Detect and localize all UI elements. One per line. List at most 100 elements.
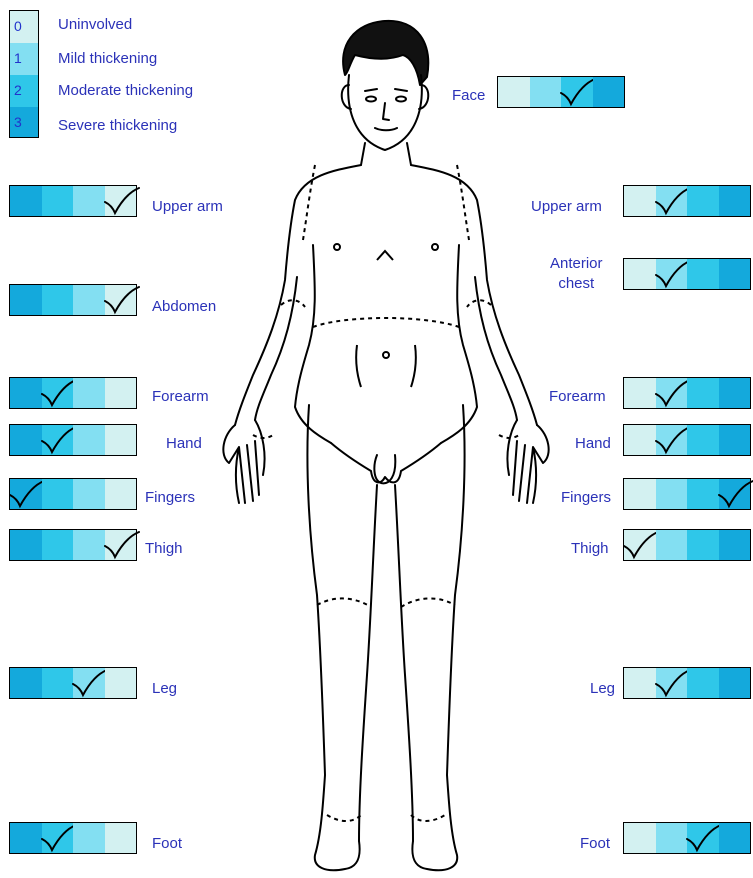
check-icon xyxy=(38,425,78,455)
scale-cell-1 xyxy=(656,259,688,289)
check-icon xyxy=(101,285,141,315)
check-icon xyxy=(6,479,46,509)
scale-cell-1 xyxy=(656,425,688,455)
check-icon xyxy=(557,77,597,107)
check-icon xyxy=(652,186,692,216)
scale-cell-2 xyxy=(687,186,719,216)
label-face: Face xyxy=(452,87,485,104)
check-icon xyxy=(652,378,692,408)
legend-label-1: Mild thickening xyxy=(58,50,157,67)
label-right-forearm: Forearm xyxy=(549,388,606,405)
label-anterior-chest-line2: chest xyxy=(550,274,603,294)
scale-cell-0 xyxy=(105,530,137,560)
scale-cell-3 xyxy=(10,668,42,698)
check-icon xyxy=(652,425,692,455)
scale-cell-2 xyxy=(687,378,719,408)
scale-cell-3 xyxy=(719,668,751,698)
scale-cell-3 xyxy=(719,823,751,853)
check-icon xyxy=(620,530,660,560)
scale-cell-2 xyxy=(42,530,74,560)
scale-cell-1 xyxy=(656,668,688,698)
check-icon xyxy=(652,259,692,289)
scale-right-fingers xyxy=(623,478,751,510)
scale-right-leg xyxy=(623,667,751,699)
scale-cell-1 xyxy=(73,668,105,698)
scale-right-hand xyxy=(623,424,751,456)
scale-cell-0 xyxy=(105,186,137,216)
label-right-leg: Leg xyxy=(590,680,615,697)
check-icon xyxy=(652,668,692,698)
legend-label-3: Severe thickening xyxy=(58,117,177,134)
scale-cell-2 xyxy=(42,823,74,853)
scale-cell-0 xyxy=(624,823,656,853)
label-right-upper-arm: Upper arm xyxy=(531,198,602,215)
scale-cell-3 xyxy=(719,259,751,289)
label-left-hand: Hand xyxy=(166,435,202,452)
scale-cell-3 xyxy=(719,479,751,509)
scale-left-thigh xyxy=(9,529,137,561)
scale-cell-1 xyxy=(656,378,688,408)
check-icon xyxy=(101,530,141,560)
scale-cell-0 xyxy=(105,668,137,698)
scale-cell-0 xyxy=(105,285,137,315)
scale-cell-1 xyxy=(73,378,105,408)
check-icon xyxy=(683,823,723,853)
scale-left-foot xyxy=(9,822,137,854)
label-left-thigh: Thigh xyxy=(145,540,183,557)
legend-cell-2: 2 xyxy=(10,75,38,107)
scale-left-hand xyxy=(9,424,137,456)
scale-face xyxy=(497,76,625,108)
scale-cell-1 xyxy=(73,823,105,853)
scale-cell-1 xyxy=(656,530,688,560)
scale-cell-3 xyxy=(10,479,42,509)
label-left-forearm: Forearm xyxy=(152,388,209,405)
scale-right-thigh xyxy=(623,529,751,561)
scale-cell-3 xyxy=(719,425,751,455)
scale-cell-2 xyxy=(42,378,74,408)
check-icon xyxy=(38,823,78,853)
scale-anterior-chest xyxy=(623,258,751,290)
scale-cell-2 xyxy=(42,425,74,455)
scale-cell-0 xyxy=(498,77,530,107)
scale-cell-2 xyxy=(687,530,719,560)
legend-scale: 0 1 2 3 xyxy=(9,10,39,138)
scale-cell-1 xyxy=(656,186,688,216)
body-outline-figure xyxy=(205,15,555,877)
check-icon xyxy=(101,186,141,216)
check-icon xyxy=(715,479,753,509)
label-left-leg: Leg xyxy=(152,680,177,697)
scale-cell-2 xyxy=(561,77,593,107)
scale-cell-3 xyxy=(10,186,42,216)
check-icon xyxy=(69,668,109,698)
label-abdomen: Abdomen xyxy=(152,298,216,315)
scale-cell-0 xyxy=(624,530,656,560)
scale-cell-0 xyxy=(105,823,137,853)
scale-cell-1 xyxy=(73,479,105,509)
scale-cell-0 xyxy=(105,378,137,408)
scale-right-foot xyxy=(623,822,751,854)
check-icon xyxy=(38,378,78,408)
label-anterior-chest-line1: Anterior xyxy=(550,254,603,274)
scale-cell-3 xyxy=(719,186,751,216)
label-right-fingers: Fingers xyxy=(561,489,611,506)
scale-cell-2 xyxy=(42,285,74,315)
legend-cell-0: 0 xyxy=(10,11,38,43)
scale-cell-2 xyxy=(42,186,74,216)
scale-cell-3 xyxy=(10,530,42,560)
scale-cell-0 xyxy=(105,479,137,509)
legend-cell-1: 1 xyxy=(10,43,38,75)
scale-left-leg xyxy=(9,667,137,699)
scale-left-upper-arm xyxy=(9,185,137,217)
label-left-fingers: Fingers xyxy=(145,489,195,506)
scale-cell-3 xyxy=(10,285,42,315)
legend-cell-3: 3 xyxy=(10,107,38,137)
scale-cell-0 xyxy=(105,425,137,455)
scale-cell-1 xyxy=(656,479,688,509)
scale-left-forearm xyxy=(9,377,137,409)
label-anterior-chest: Anterior chest xyxy=(550,254,603,294)
scale-cell-2 xyxy=(687,259,719,289)
scale-cell-2 xyxy=(687,823,719,853)
label-right-hand: Hand xyxy=(575,435,611,452)
label-left-foot: Foot xyxy=(152,835,182,852)
scale-right-forearm xyxy=(623,377,751,409)
